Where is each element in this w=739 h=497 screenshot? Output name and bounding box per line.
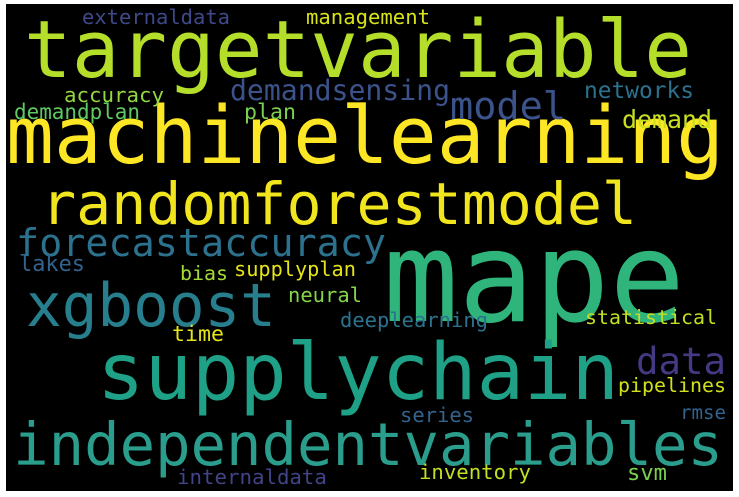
word-demandsensing: demandsensing (230, 73, 451, 107)
word-internaldata: internaldata (177, 464, 327, 489)
word-pipelines: pipelines (618, 374, 726, 397)
word-forecastaccuracy: forecastaccuracy (16, 220, 386, 266)
word-lakes: lakes (19, 252, 85, 277)
word-rmse: rmse (680, 400, 726, 424)
word-machinelearning: machinelearning (6, 89, 724, 183)
word-supplyplan: supplyplan (234, 256, 356, 281)
word-mape: mape (383, 205, 685, 352)
word-cloud: mape machinelearning targetvariable supp… (6, 4, 733, 491)
word-svm: svm (627, 459, 667, 486)
word-plan: plan (244, 100, 296, 126)
word-targetvariable: targetvariable (24, 4, 692, 97)
word-inventory: inventory (419, 459, 531, 484)
word-management: management (306, 4, 430, 29)
word-xgboost: xgboost (26, 271, 276, 341)
word-networks: networks (584, 77, 694, 104)
word-supplychain: supplychain (97, 325, 619, 418)
word-model: model (450, 83, 566, 129)
word-deeplearning: deeplearning (340, 307, 488, 332)
word-series: series (400, 402, 474, 427)
word-accuracy: accuracy (64, 82, 164, 107)
word-demandplan: demandplan (14, 99, 140, 124)
word-data: data (636, 339, 726, 384)
word-statistical: statistical (585, 306, 717, 329)
word-externaldata: externaldata (82, 4, 230, 29)
word-bias: bias (180, 262, 228, 285)
word-randomforestmodel: randomforestmodel (41, 169, 637, 238)
word-neural: neural (288, 282, 362, 307)
word-demand: demand (622, 104, 712, 134)
word-time: time (172, 322, 224, 348)
word-independentvariables: independentvariables (13, 409, 723, 479)
